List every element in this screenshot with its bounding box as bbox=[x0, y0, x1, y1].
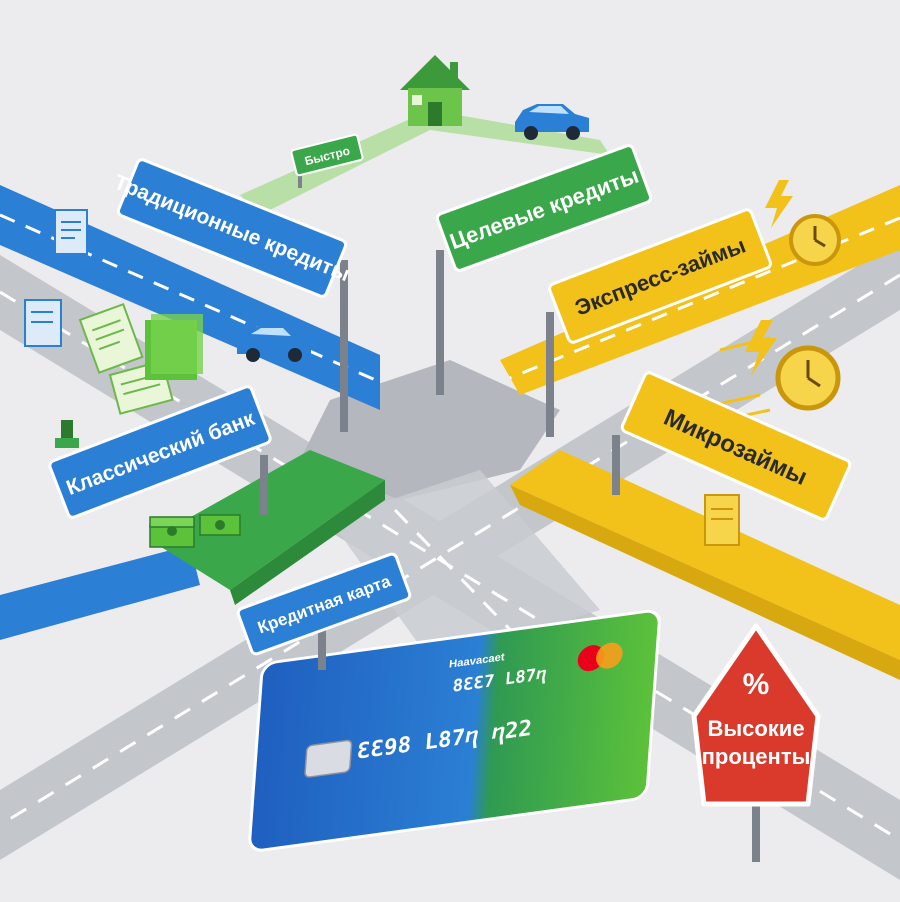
sign-fast: Быстро bbox=[290, 133, 364, 177]
chip-icon bbox=[304, 739, 353, 778]
road-lightgreen bbox=[240, 110, 610, 215]
clock-icon bbox=[775, 345, 841, 411]
road-to-card bbox=[330, 470, 600, 660]
road-yellow-bottom-side bbox=[510, 485, 900, 680]
road-yellow-bottom bbox=[510, 450, 900, 660]
money-stack-icon bbox=[199, 514, 241, 536]
car-icon bbox=[237, 326, 311, 362]
clock-icon bbox=[789, 214, 841, 266]
folder-icon bbox=[145, 314, 203, 380]
percent-icon: % bbox=[743, 668, 770, 701]
credit-card: 8ƐƐ7 L87ⴄ ƐƐ98 L87ⴄ ⴄ22 Haavacaet bbox=[248, 609, 661, 852]
money-stack-icon bbox=[149, 516, 195, 548]
warning-line2: проценты bbox=[702, 744, 811, 769]
sign-poles bbox=[260, 168, 760, 862]
car-icon bbox=[515, 104, 589, 140]
sign-target-credits: Целевые кредиты bbox=[435, 144, 653, 272]
mastercard-logo-icon bbox=[577, 642, 623, 672]
road-green-side bbox=[230, 480, 385, 605]
document-icon bbox=[78, 302, 144, 374]
road-blue-bottom bbox=[0, 545, 200, 640]
warning-line1: Высокие bbox=[707, 716, 804, 741]
lightning-icon bbox=[765, 180, 793, 228]
document-icon bbox=[54, 209, 88, 255]
stamp-icon bbox=[55, 420, 79, 448]
warning-sign-high-interest: % Высокие проценты bbox=[691, 623, 821, 807]
document-icon bbox=[704, 494, 740, 546]
house-icon bbox=[400, 55, 470, 126]
document-icon bbox=[24, 299, 62, 347]
road-green bbox=[150, 450, 385, 590]
lightning-icon bbox=[745, 320, 777, 376]
